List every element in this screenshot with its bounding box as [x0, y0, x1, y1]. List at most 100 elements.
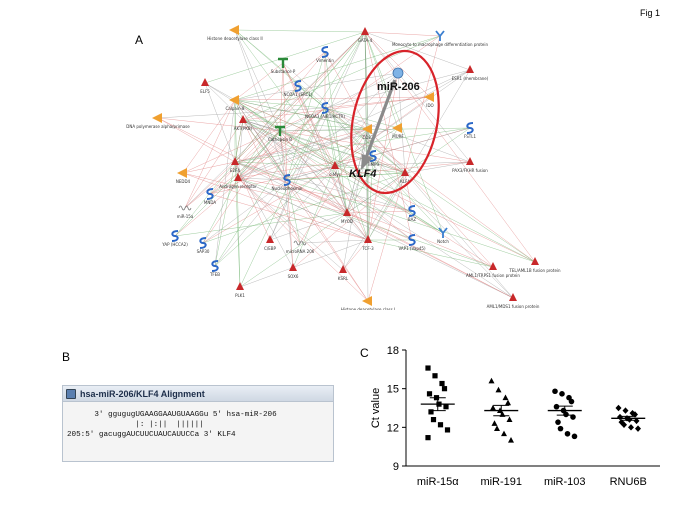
node-tel: TEL/AML1B fusion protein — [508, 257, 561, 273]
network-edge — [209, 193, 369, 241]
network-edge — [234, 29, 326, 109]
network-edge — [234, 62, 284, 101]
network-edge — [234, 29, 406, 174]
node-dnapol: DNA polymerase alpha/primase — [126, 113, 190, 129]
node-t-icon — [275, 125, 285, 136]
network-edge — [242, 119, 514, 299]
node-label: GATA-4 — [358, 38, 373, 43]
network-edge — [279, 130, 536, 263]
network-edge — [346, 172, 406, 214]
data-point — [495, 386, 502, 393]
network-edge — [234, 29, 366, 33]
data-point — [491, 420, 498, 426]
network-edge — [234, 161, 494, 268]
network-edge — [184, 99, 236, 209]
node-wedge-icon — [229, 95, 239, 105]
data-point — [501, 430, 507, 437]
network-edge — [234, 29, 336, 167]
data-point — [490, 404, 496, 411]
data-point — [552, 388, 558, 395]
node-label: AML1/TRPS1 fusion protein — [466, 273, 520, 278]
network-edge — [209, 31, 366, 195]
y-tick-label: 15 — [387, 384, 399, 396]
network-edge — [286, 31, 366, 181]
data-point — [441, 386, 448, 392]
node-s-icon — [211, 260, 219, 272]
network-edge — [242, 119, 369, 302]
node-calpain: Calpain-8 — [226, 95, 245, 111]
node-s-icon — [321, 46, 329, 58]
node-label: KSRL — [338, 276, 349, 281]
data-point — [621, 421, 627, 428]
data-point — [437, 422, 444, 428]
node-wedge-icon — [424, 92, 434, 102]
node-akt: AKT(PKB) — [234, 115, 253, 131]
node-sox6: SOX6 — [288, 263, 299, 279]
node-label: IDO — [426, 103, 433, 108]
network-edge — [204, 31, 366, 84]
node-tri-icon — [339, 265, 347, 273]
y-tick-label: 12 — [387, 422, 399, 434]
x-tick-label: miR-15α — [417, 476, 459, 488]
node-s-icon — [321, 102, 329, 114]
network-edge — [204, 82, 244, 121]
network-edge — [372, 155, 406, 174]
node-label: Cathepsin B — [268, 137, 292, 142]
node-s-icon — [206, 188, 214, 200]
node-tri-icon — [361, 27, 369, 35]
node-label: PAX3/FKHR fusion — [452, 168, 488, 173]
network-edge — [174, 212, 348, 237]
network-edge — [234, 127, 471, 163]
network-edge — [404, 161, 471, 174]
network-edge — [286, 172, 406, 181]
y-tick-label: 18 — [387, 345, 399, 357]
data-point — [635, 425, 641, 432]
network-edge — [237, 119, 244, 179]
network-edge — [209, 177, 239, 195]
network-edge — [279, 130, 369, 241]
network-edge — [234, 99, 241, 288]
alignment-sequence: 3' ggugugUGAAGGAAUGUAAGGu 5' hsa-miR-206… — [63, 402, 333, 440]
x-tick-label: miR-191 — [480, 476, 522, 488]
mir206-klf4-highlight: miR-206 KLF4 — [349, 49, 440, 195]
network-edge — [364, 31, 536, 263]
node-ido: IDO — [424, 92, 434, 108]
node-e2f4: E2F4 — [230, 157, 240, 173]
node-cmyc: c-Myc — [329, 161, 341, 177]
data-point — [553, 403, 560, 410]
node-hdac1: Histone deacetylase class I — [341, 296, 395, 310]
data-point — [506, 416, 513, 422]
node-label: Monocyte to macrophage differentiation p… — [392, 42, 489, 47]
network-edge — [234, 161, 271, 241]
network-edge — [342, 128, 369, 271]
network-edge — [346, 212, 514, 299]
network-edge — [242, 119, 348, 214]
network-edge — [184, 119, 244, 209]
network-edge — [367, 128, 494, 268]
node-s-icon — [294, 80, 302, 92]
network-edge — [237, 128, 369, 179]
node-mono: Monocyte to macrophage differentiation p… — [392, 30, 489, 47]
node-label: TEL/AML1B fusion protein — [508, 268, 561, 273]
network-edge — [324, 69, 471, 109]
node-mnda: MNDA — [204, 188, 216, 205]
network-edge — [202, 179, 288, 244]
node-label: YAP (HCCA2) — [161, 242, 188, 247]
network-edge — [397, 72, 406, 174]
data-point — [557, 425, 564, 432]
network-edge — [279, 130, 494, 268]
network-edge — [214, 179, 288, 267]
network-edge — [269, 31, 366, 241]
network-edge — [174, 107, 326, 237]
network-edge — [214, 119, 244, 267]
node-label: c-Myc — [329, 172, 341, 177]
network-edge — [214, 128, 369, 267]
node-mir206 — [392, 67, 404, 79]
network-edge — [299, 128, 369, 244]
alignment-line-match: |: |:|| |||||| — [67, 421, 204, 429]
network-edge — [286, 179, 536, 263]
data-point — [425, 435, 431, 441]
data-point — [615, 404, 622, 412]
network-edge — [204, 82, 236, 163]
data-point — [428, 409, 434, 415]
